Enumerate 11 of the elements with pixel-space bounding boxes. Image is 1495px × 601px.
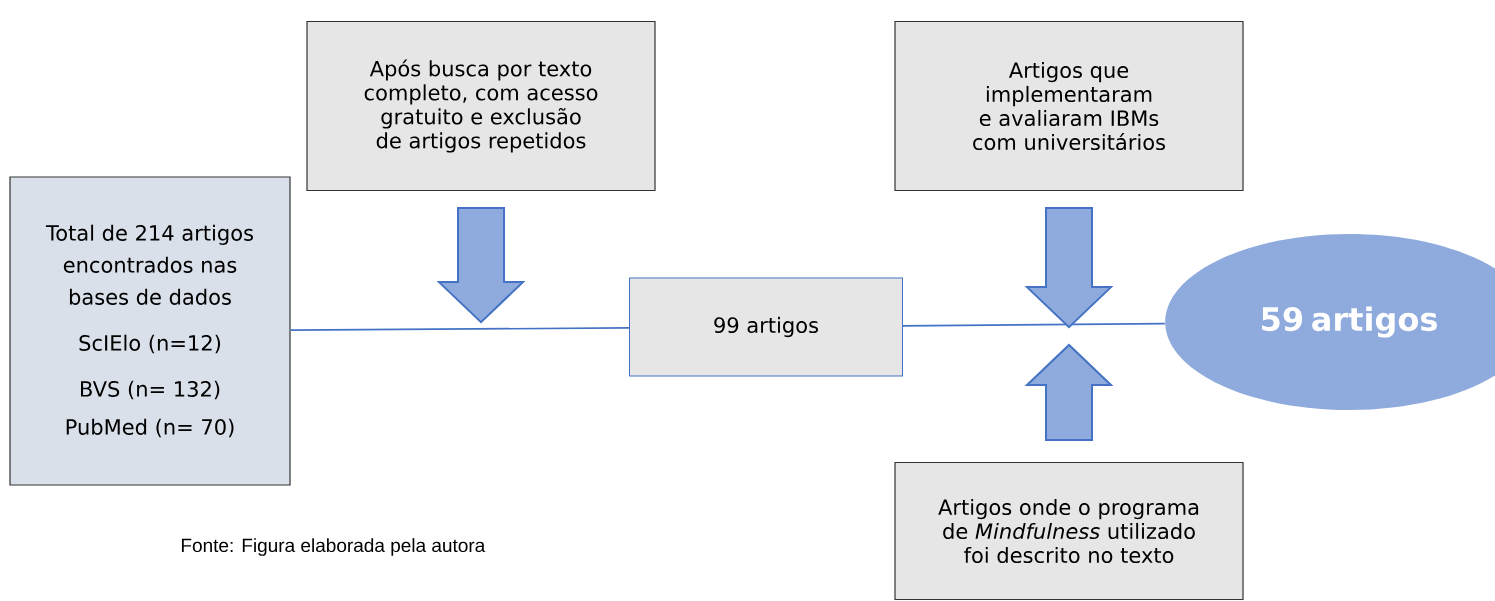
connector-line	[289, 327, 630, 331]
process-box: Artigos onde o programa de Mindfulness utilizado foi descrito no texto	[894, 461, 1244, 601]
block-arrow	[1024, 207, 1114, 329]
connector-line	[902, 322, 1166, 327]
source-box: Total de 214 artigos encontrados nas bases de dados ScIElo (n=12) BVS (n= 132) PubMed (n= 70)	[9, 176, 291, 486]
process-box: Artigos que implementaram e avaliaram IBMs com universitários	[894, 20, 1244, 192]
caption: Fonte: Figura elaborada pela autora	[181, 538, 486, 556]
block-arrow	[1024, 343, 1114, 441]
process-box: 99 artigos	[629, 277, 903, 377]
block-arrow	[436, 207, 526, 324]
process-box: Após busca por texto completo, com acesso gratuito e exclusão de artigos repetidos	[306, 20, 656, 192]
